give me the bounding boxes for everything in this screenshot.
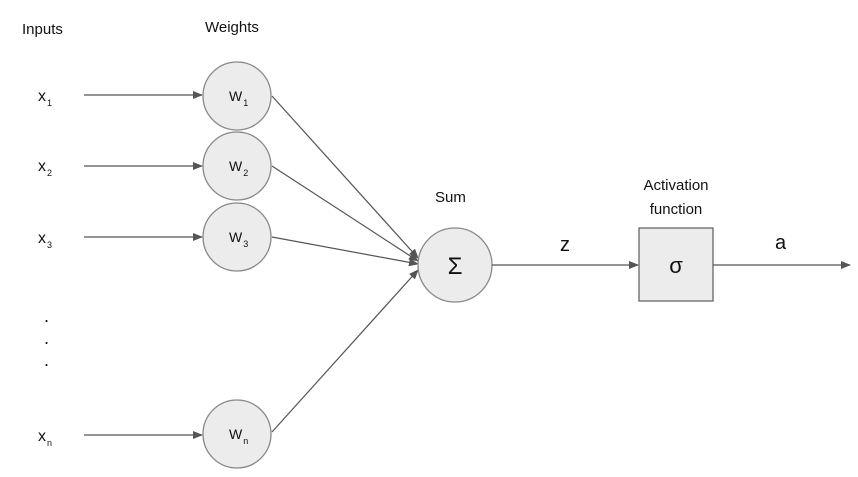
- svg-text:W3: W3: [229, 229, 248, 249]
- z-label: z: [560, 234, 570, 256]
- weights-header: Weights: [205, 19, 259, 36]
- weight-arrow-2: [271, 165, 419, 262]
- weight-arrow-3: [271, 236, 419, 267]
- weight-arrow-1: [271, 95, 419, 259]
- inputs-header: Inputs: [22, 21, 63, 38]
- sum-header: Sum: [435, 189, 466, 206]
- activation-header-line2: function: [650, 201, 703, 218]
- svg-text:x2: x2: [38, 158, 52, 178]
- svg-text:x3: x3: [38, 230, 52, 250]
- sigma-sum-symbol: Σ: [448, 253, 463, 280]
- weight-node-1: W1: [202, 61, 272, 131]
- activation-node: σ: [638, 227, 714, 302]
- input-x2: x2: [38, 158, 52, 178]
- ellipsis-dot-1: .: [44, 306, 49, 326]
- svg-text:xn: xn: [38, 428, 52, 448]
- sum-node: Σ: [417, 227, 493, 303]
- input-x3: x3: [38, 230, 52, 250]
- weight-node-n: Wn: [202, 399, 272, 469]
- weight-node-2: W2: [202, 131, 272, 201]
- weight-arrow-n: [271, 269, 419, 433]
- input-xn: xn: [38, 428, 52, 448]
- activation-symbol: σ: [669, 253, 683, 278]
- ellipsis-dot-3: .: [44, 350, 49, 370]
- input-x1: x1: [38, 88, 52, 108]
- svg-text:W1: W1: [229, 88, 248, 108]
- activation-header-line1: Activation: [643, 177, 708, 194]
- svg-text:Wn: Wn: [229, 426, 248, 446]
- svg-text:x1: x1: [38, 88, 52, 108]
- svg-text:W2: W2: [229, 158, 248, 178]
- ellipsis-dot-2: .: [44, 328, 49, 348]
- weight-node-3: W3: [202, 202, 272, 272]
- output-label: a: [775, 232, 787, 254]
